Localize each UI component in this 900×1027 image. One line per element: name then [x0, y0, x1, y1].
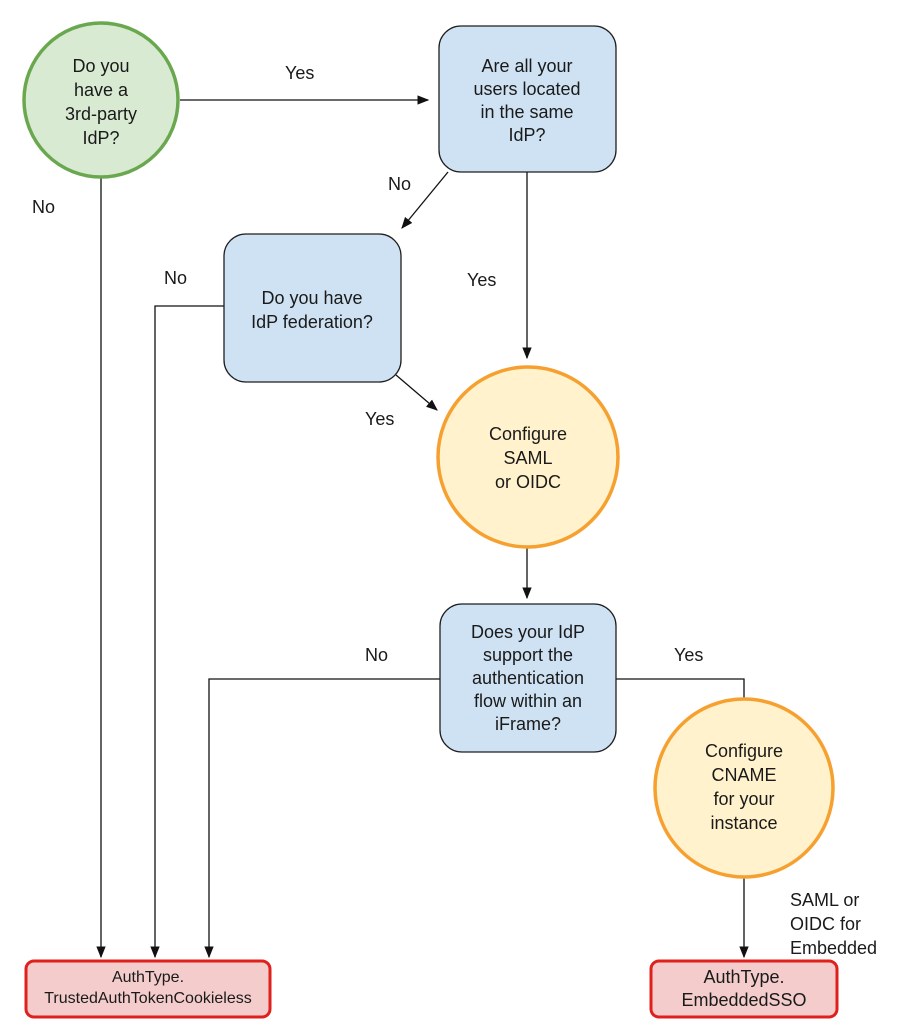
- label-q3-no: No: [164, 268, 187, 288]
- terminal-box: [24, 959, 272, 1019]
- text-line: users located: [473, 79, 580, 99]
- text-line: authentication: [472, 668, 584, 688]
- edge-q3-yes: [395, 374, 438, 411]
- action-circle: [653, 697, 835, 879]
- text-line: Configure: [489, 424, 567, 444]
- text-line: Do you: [72, 56, 129, 76]
- node-iframe-support[interactable]: Does your IdP support the authentication fl…: [439, 603, 617, 753]
- text-line: iFrame?: [495, 714, 561, 734]
- text-line: flow within an: [474, 691, 582, 711]
- text-line: AuthType.: [703, 967, 784, 987]
- edge-q4-yes: [616, 678, 745, 698]
- text-line: AuthType.: [112, 969, 184, 986]
- text-line: for your: [713, 789, 774, 809]
- text-line: in the same: [480, 102, 573, 122]
- action-circle: [436, 365, 620, 549]
- text-line: Do you have: [261, 288, 362, 308]
- decision-box: [223, 233, 402, 383]
- decision-box: [439, 603, 617, 753]
- edge-q3-no: [150, 305, 224, 959]
- edges: [96, 95, 749, 959]
- decision-box: [438, 25, 617, 173]
- text-line: EmbeddedSSO: [681, 990, 806, 1010]
- text-line: IdP federation?: [251, 312, 373, 332]
- text-line: 3rd-party: [65, 104, 137, 124]
- label-q1-yes: Yes: [285, 63, 314, 83]
- edge-labels: Yes No No Yes No Yes No Yes SAML or OIDC …: [32, 63, 877, 958]
- text-line: support the: [483, 645, 573, 665]
- text-line: Embedded: [790, 938, 877, 958]
- node-iframe-support-text: Does your IdP support the authentication fl…: [471, 622, 585, 734]
- text-line: SAML: [503, 448, 552, 468]
- text-line: instance: [710, 813, 777, 833]
- node-authtype-cookieless[interactable]: AuthType. TrustedAuthTokenCookieless: [24, 959, 272, 1019]
- node-authtype-cookieless-text: AuthType. TrustedAuthTokenCookieless: [44, 969, 252, 1007]
- text-line: OIDC for: [790, 914, 861, 934]
- edge-q4-no: [204, 678, 440, 959]
- label-q1-no: No: [32, 197, 55, 217]
- text-line: IdP?: [508, 125, 545, 145]
- text-line: SAML or: [790, 890, 859, 910]
- terminal-box: [649, 959, 839, 1019]
- label-q4-yes: Yes: [674, 645, 703, 665]
- label-q2-no: No: [388, 174, 411, 194]
- text-line: Configure: [705, 741, 783, 761]
- start-circle: [22, 21, 180, 179]
- node-authtype-sso[interactable]: AuthType. EmbeddedSSO: [649, 959, 839, 1019]
- label-q2-yes: Yes: [467, 270, 496, 290]
- text-line: IdP?: [82, 128, 119, 148]
- text-line: have a: [74, 80, 129, 100]
- text-line: TrustedAuthTokenCookieless: [44, 990, 252, 1007]
- text-line: Are all your: [481, 56, 572, 76]
- edge-q2-no: [401, 171, 449, 229]
- text-line: or OIDC: [495, 472, 561, 492]
- node-authtype-sso-text: AuthType. EmbeddedSSO: [681, 967, 806, 1010]
- label-q3-yes: Yes: [365, 409, 394, 429]
- text-line: Does your IdP: [471, 622, 585, 642]
- label-q4-no: No: [365, 645, 388, 665]
- text-line: CNAME: [711, 765, 776, 785]
